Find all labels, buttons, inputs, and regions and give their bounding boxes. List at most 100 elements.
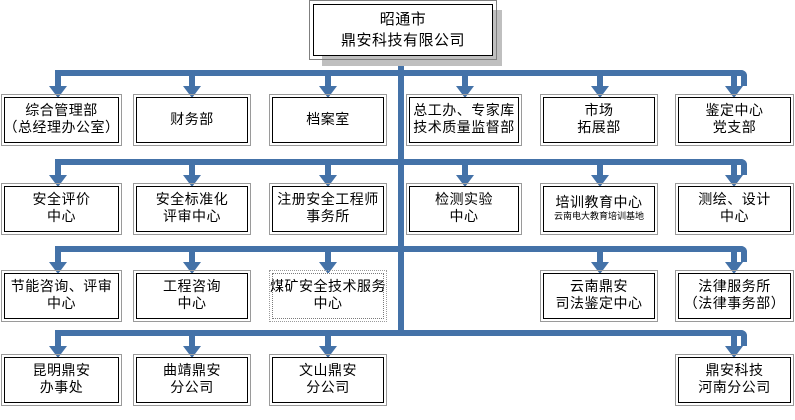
center-spine — [398, 70, 404, 330]
row2-drop-c2 — [189, 159, 195, 175]
row4-drop-c2 — [189, 330, 195, 346]
org-node-label: 煤矿安全技术服务 — [270, 279, 386, 295]
org-node-label: 云南鼎安 — [570, 279, 628, 295]
row2-arrow-c6 — [725, 175, 743, 187]
row2-drop-c6 — [731, 159, 737, 175]
org-node-label: 总工办、专家库 — [413, 103, 515, 119]
org-node-label: 评审中心 — [163, 209, 221, 225]
org-node-label: 党支部 — [712, 120, 757, 136]
row4-bus-right-corner — [731, 330, 747, 346]
org-node-label: 市场 — [584, 103, 614, 119]
org-node-label: 中心 — [177, 296, 207, 312]
row4-drop-c3 — [325, 330, 331, 346]
org-node-label: 安全标准化 — [155, 192, 229, 208]
org-node-zcaq[interactable]: 注册安全工程师事务所 — [269, 183, 387, 235]
org-node-label: 河南分公司 — [698, 380, 771, 396]
org-node-sctz[interactable]: 市场拓展部 — [540, 94, 658, 146]
org-node-label: 档案室 — [306, 111, 350, 128]
row2-drop-c5 — [597, 159, 603, 175]
row3-arrow-c3 — [319, 262, 337, 274]
row4-bus — [60, 330, 741, 336]
org-node-label: 中心 — [47, 209, 76, 225]
org-node-label: 中心 — [449, 209, 479, 225]
row1-arrow-c5 — [591, 86, 609, 98]
org-node-label: 事务所 — [306, 209, 350, 225]
row2-drop-c1 — [55, 159, 61, 175]
row2-arrow-c1 — [49, 175, 67, 187]
row1-arrow-c1 — [49, 86, 67, 98]
org-node-label: 文山鼎安 — [299, 363, 357, 379]
org-node-label: 鼎安科技 — [705, 363, 764, 379]
row2-drop-c3 — [325, 159, 331, 175]
org-node-label: 昆明鼎安 — [32, 363, 91, 379]
org-node-kmda[interactable]: 昆明鼎安办事处 — [1, 354, 122, 406]
row1-arrow-c2 — [183, 86, 201, 98]
org-node-flfws[interactable]: 法律服务所（法律事务部） — [675, 270, 794, 322]
org-node-label: 安全评价 — [32, 192, 91, 208]
row2-arrow-c3 — [319, 175, 337, 187]
org-node-wsda[interactable]: 文山鼎安分公司 — [269, 354, 387, 406]
org-node-gczx[interactable]: 工程咨询中心 — [133, 270, 251, 322]
row2-arrow-c2 — [183, 175, 201, 187]
row2-bus-right-corner — [731, 159, 747, 175]
row2-bus — [60, 159, 741, 165]
org-node-label: 财务部 — [170, 111, 214, 128]
row1-bus-right-corner — [731, 70, 747, 86]
row3-bus-right-corner — [731, 246, 747, 262]
org-node-label: 检测实验 — [435, 192, 493, 208]
row3-drop-c1 — [55, 246, 61, 262]
org-node-label: 鉴定中心 — [705, 103, 764, 119]
org-node-label: 拓展部 — [577, 120, 621, 136]
org-node-aqpj[interactable]: 安全评价中心 — [1, 183, 122, 235]
row4-drop-c1 — [55, 330, 61, 346]
row3-drop-c2 — [189, 246, 195, 262]
row4-arrow-c1 — [49, 346, 67, 358]
row3-arrow-c2 — [183, 262, 201, 274]
org-node-label: 测绘、设计 — [698, 192, 771, 208]
row1-arrow-c3 — [319, 86, 337, 98]
org-node-label: 中心 — [313, 296, 343, 312]
org-node-label: （法律事务部） — [683, 296, 786, 312]
org-node-label: 法律服务所 — [698, 279, 771, 295]
row1-arrow-c4 — [456, 86, 474, 98]
row1-drop-c2 — [189, 70, 195, 86]
org-node-zhhgl[interactable]: 综合管理部（总经理办公室） — [1, 94, 122, 146]
org-node-label: 分公司 — [170, 380, 214, 396]
row4-arrow-c2 — [183, 346, 201, 358]
root-line-1: 昭通市 — [379, 10, 427, 28]
org-node-subtitle: 云南电大教育培训基地 — [553, 212, 644, 222]
row3-arrow-c6 — [725, 262, 743, 274]
org-node-label: 司法鉴定中心 — [555, 296, 643, 312]
row3-drop-c3 — [325, 246, 331, 262]
org-node-jdzx[interactable]: 鉴定中心党支部 — [675, 94, 794, 146]
org-node-jcsy[interactable]: 检测实验中心 — [406, 183, 522, 235]
org-node-label: 综合管理部 — [25, 103, 98, 119]
row1-drop-c3 — [325, 70, 331, 86]
row2-arrow-c4 — [456, 175, 474, 187]
org-node-mkaq[interactable]: 煤矿安全技术服务中心 — [269, 270, 387, 322]
org-node-zgb[interactable]: 总工办、专家库技术质量监督部 — [406, 94, 522, 146]
org-node-pxjy[interactable]: 培训教育中心云南电大教育培训基地 — [540, 183, 658, 235]
org-node-hnfgs[interactable]: 鼎安科技河南分公司 — [675, 354, 794, 406]
row2-arrow-c5 — [591, 175, 609, 187]
org-node-label: 培训教育中心 — [555, 195, 643, 211]
org-node-jnzx[interactable]: 节能咨询、评审中心 — [1, 270, 122, 322]
row3-arrow-c5 — [591, 262, 609, 274]
row4-arrow-c6 — [725, 346, 743, 358]
root-line-2: 鼎安科技有限公司 — [340, 31, 465, 49]
org-node-label: 中心 — [47, 296, 76, 312]
org-node-ynda[interactable]: 云南鼎安司法鉴定中心 — [540, 270, 658, 322]
org-node-qjda[interactable]: 曲靖鼎安分公司 — [133, 354, 251, 406]
row3-bus — [60, 246, 741, 252]
org-node-label: （总经理办公室） — [3, 120, 120, 136]
org-node-label: 办事处 — [39, 380, 84, 396]
org-node-aqbzh[interactable]: 安全标准化评审中心 — [133, 183, 251, 235]
org-node-chsj[interactable]: 测绘、设计中心 — [675, 183, 794, 235]
row4-arrow-c3 — [319, 346, 337, 358]
row1-drop-c6 — [731, 70, 737, 86]
org-node-cwb[interactable]: 财务部 — [133, 94, 251, 146]
org-node-das[interactable]: 档案室 — [269, 94, 387, 146]
root-box[interactable]: 昭通市 鼎安科技有限公司 — [309, 0, 497, 60]
row1-drop-c1 — [55, 70, 61, 86]
